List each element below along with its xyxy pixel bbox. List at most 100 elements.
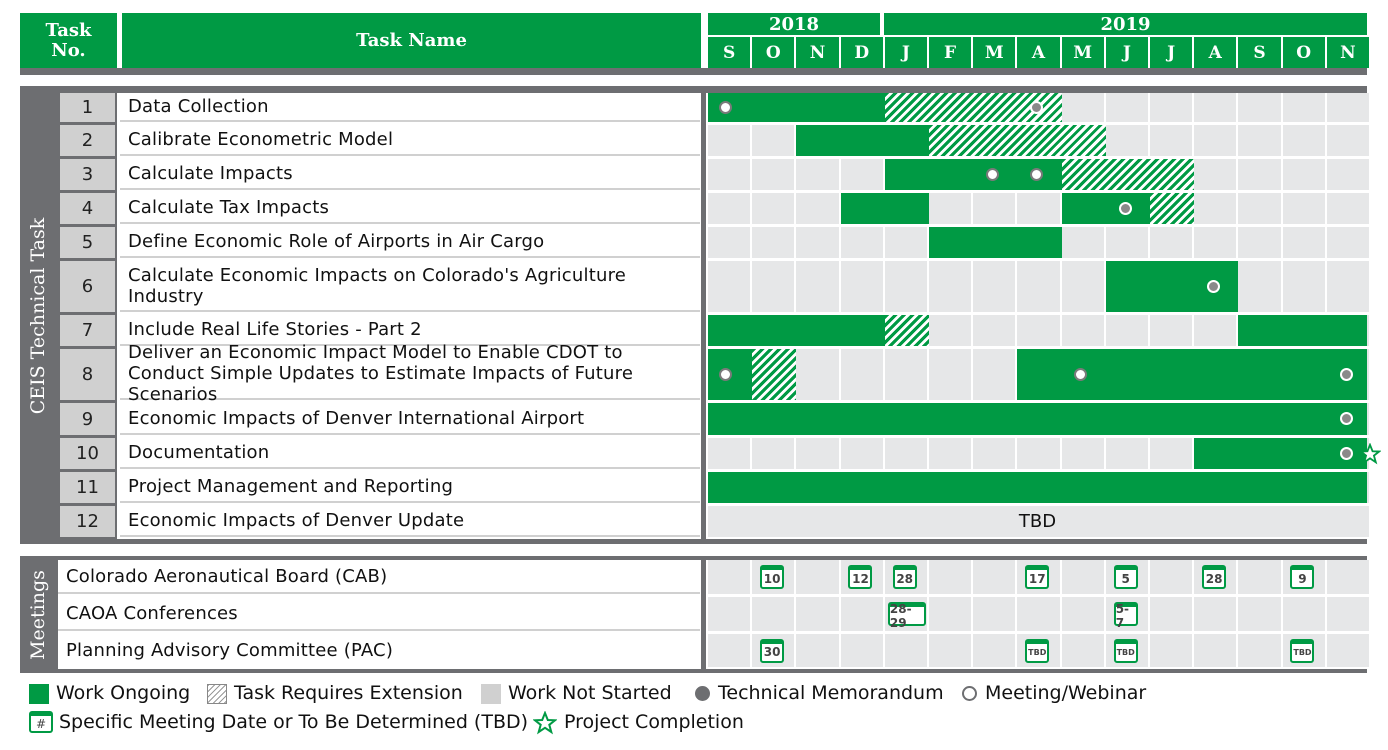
legend-specific-date-label: Specific Meeting Date or To Be Determine… — [59, 711, 529, 733]
grid-cell — [752, 438, 795, 469]
grid-cell — [796, 159, 839, 190]
meeting-grid-cell — [1238, 597, 1281, 631]
task-name: Deliver an Economic Impact Model to Enab… — [120, 342, 700, 405]
grid-cell — [1238, 193, 1281, 224]
grid-cell — [752, 159, 795, 190]
grid-cell — [840, 261, 883, 312]
meeting-grid-cell — [840, 597, 883, 631]
grid-cell — [1326, 93, 1369, 122]
grid-cell — [1326, 227, 1369, 258]
grid-cell — [1105, 227, 1148, 258]
meeting-date-calendar-icon: 28 — [892, 565, 917, 589]
task-number: 7 — [60, 315, 115, 346]
month-header-8: M — [1061, 37, 1106, 68]
grid-cell — [1282, 159, 1325, 190]
grid-cell — [1194, 315, 1237, 346]
grid-cell — [1238, 227, 1281, 258]
grid-cell — [752, 227, 795, 258]
task-section-side-label-box: CEIS Technical Task — [20, 93, 56, 539]
meeting-grid-cell — [1238, 634, 1281, 667]
meeting-grid-cell — [708, 560, 751, 594]
grid-cell — [752, 261, 795, 312]
grid-cell — [1061, 261, 1104, 312]
technical-memo-marker — [1118, 201, 1132, 215]
grid-cell — [1238, 261, 1281, 312]
grid-cell — [1150, 93, 1193, 122]
grid-cell — [1105, 315, 1148, 346]
technical-memo-marker — [1339, 446, 1353, 460]
grid-cell — [1017, 438, 1060, 469]
grid-cell — [1282, 261, 1325, 312]
grid-cell — [884, 261, 927, 312]
meeting-grid-cell — [1017, 597, 1060, 631]
meeting-marker — [986, 167, 1000, 181]
month-header-1: O — [752, 37, 797, 68]
grid-cell — [796, 261, 839, 312]
grid-cell — [840, 159, 883, 190]
meeting-marker — [718, 100, 732, 114]
meeting-grid-cell — [1282, 597, 1325, 631]
meetings-side-label-box: Meetings — [20, 560, 56, 669]
meeting-name: Colorado Aeronautical Board (CAB) — [58, 560, 700, 594]
legend-work-ongoing-swatch — [29, 684, 49, 704]
meeting-grid-cell — [1194, 634, 1237, 667]
legend-star-icon — [533, 711, 557, 735]
meeting-grid-cell — [1194, 597, 1237, 631]
task-number: 10 — [60, 438, 115, 469]
task-number: 5 — [60, 227, 115, 258]
task-name: Project Management and Reporting — [120, 472, 700, 503]
grid-cell — [1238, 93, 1281, 122]
task-name: Calculate Economic Impacts on Colorado's… — [120, 261, 700, 312]
meeting-grid-cell — [840, 634, 883, 667]
meeting-date-calendar-icon: 28 — [1202, 565, 1227, 589]
grid-cell — [708, 261, 751, 312]
grid-cell — [1238, 159, 1281, 190]
task-name-header: Task Name — [122, 13, 701, 68]
meeting-date-calendar-icon: 5-7 — [1113, 602, 1138, 630]
task-section-side-label: CEIS Technical Task — [27, 217, 50, 415]
grid-cell — [1017, 315, 1060, 346]
month-header-11: A — [1194, 37, 1239, 68]
task-number: 11 — [60, 472, 115, 503]
month-header-9: J — [1105, 37, 1150, 68]
meeting-name: Planning Advisory Committee (PAC) — [66, 640, 394, 661]
extension-bar — [752, 349, 797, 400]
meeting-grid-cell — [1150, 597, 1193, 631]
month-header-3: D — [840, 37, 885, 68]
grid-cell — [1061, 438, 1104, 469]
work-ongoing-bar — [1238, 315, 1367, 346]
meeting-date-calendar-icon: 12 — [848, 565, 873, 589]
grid-cell — [1105, 93, 1148, 122]
grid-cell — [1326, 261, 1369, 312]
task-number: 1 — [60, 93, 115, 122]
task-name: Calibrate Econometric Model — [120, 125, 700, 156]
meeting-grid-cell — [1326, 560, 1369, 594]
grid-cell — [973, 193, 1016, 224]
project-completion-star-icon — [1359, 442, 1381, 464]
month-header-6: M — [973, 37, 1018, 68]
meeting-grid-cell — [796, 634, 839, 667]
meeting-date-calendar-icon: 28-29 — [887, 602, 926, 630]
task-name: Calculate Impacts — [120, 159, 700, 190]
meeting-grid-cell — [1326, 634, 1369, 667]
grid-cell — [752, 125, 795, 156]
month-header-10: J — [1150, 37, 1195, 68]
legend-completion-label: Project Completion — [564, 711, 744, 733]
meeting-grid-cell — [929, 597, 972, 631]
year-2018-header: 2018 — [708, 13, 880, 35]
meeting-grid-cell — [973, 634, 1016, 667]
meeting-grid-cell — [1150, 634, 1193, 667]
grid-cell — [840, 438, 883, 469]
grid-cell — [1017, 261, 1060, 312]
meeting-grid-cell — [973, 560, 1016, 594]
work-ongoing-bar — [1194, 438, 1367, 469]
grid-cell — [1194, 159, 1237, 190]
grid-cell — [1061, 315, 1104, 346]
task-number: 6 — [60, 261, 115, 312]
meeting-date-calendar-icon: TBD — [1025, 638, 1050, 663]
legend-tech-memo-dot-icon — [695, 686, 710, 701]
legend-not-started-label: Work Not Started — [508, 682, 672, 704]
month-header-13: O — [1282, 37, 1327, 68]
grid-cell — [1150, 227, 1193, 258]
grid-cell — [708, 438, 751, 469]
